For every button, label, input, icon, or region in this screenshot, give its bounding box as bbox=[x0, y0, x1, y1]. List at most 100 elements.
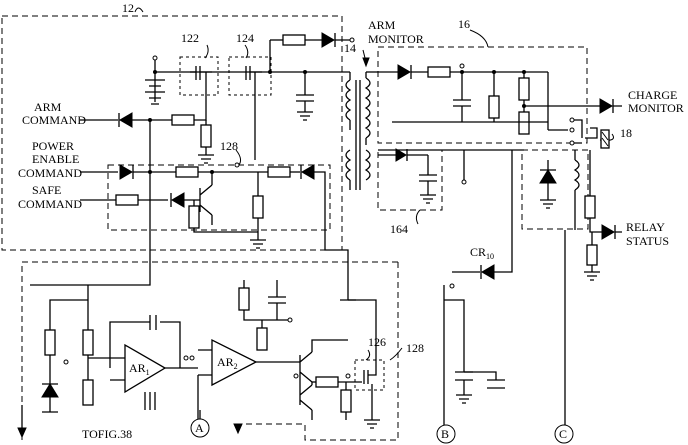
resistor-16 bbox=[427, 66, 451, 78]
diode-16 bbox=[397, 64, 411, 80]
diode-safe-command bbox=[171, 192, 185, 208]
opamp-ar2 bbox=[211, 338, 258, 387]
wire-relay-status-out bbox=[589, 218, 602, 233]
resistor-126-in bbox=[315, 376, 339, 388]
label-arm-monitor-2: MONITOR bbox=[368, 32, 424, 46]
capacitor-b-2 bbox=[464, 371, 505, 389]
resistor-126-gnd bbox=[340, 389, 352, 413]
diode-cr10 bbox=[481, 264, 495, 280]
relay-inductor bbox=[573, 159, 580, 191]
wire-zener-lower bbox=[42, 355, 58, 413]
leader-126 bbox=[365, 349, 371, 361]
block-128-upper-outline bbox=[107, 164, 331, 231]
ref-164: 164 bbox=[390, 222, 408, 236]
terminal-16-test bbox=[459, 63, 465, 69]
wire-lower-left-rail bbox=[30, 270, 151, 286]
diode-pe-right bbox=[301, 164, 315, 180]
wire-relay-coil-a bbox=[585, 127, 598, 139]
wire-safe-base bbox=[193, 200, 258, 233]
resistor-safe-base bbox=[188, 205, 200, 229]
terminal-tr-out bbox=[293, 373, 299, 379]
ref-122: 122 bbox=[181, 31, 199, 45]
arrow-lower-return bbox=[233, 423, 243, 435]
ref-14: 14 bbox=[344, 41, 356, 55]
label-charge-monitor-2: MONITOR bbox=[628, 101, 684, 115]
resistor-ar2-bias bbox=[256, 327, 268, 351]
block-128-lower-outline bbox=[21, 261, 399, 441]
resistor-lower-2 bbox=[82, 379, 94, 406]
label-arm-command-2: COMMAND bbox=[22, 113, 86, 127]
resistor-relay-status bbox=[584, 195, 596, 219]
resistor-safe-command bbox=[115, 194, 139, 206]
block-relay-outline bbox=[521, 149, 589, 230]
capacitor-ar2 bbox=[268, 280, 286, 320]
ground-164 bbox=[420, 194, 436, 204]
wire-safe-command-3 bbox=[170, 193, 200, 207]
label-charge-monitor-1: CHARGE bbox=[628, 88, 677, 102]
relay-contact-3 bbox=[569, 140, 575, 146]
block-122-outline bbox=[179, 56, 219, 96]
relay-coil-hatch bbox=[601, 131, 609, 147]
wire-16-c bbox=[523, 72, 600, 112]
terminal-battery-top bbox=[152, 55, 158, 61]
wire-16-a bbox=[410, 65, 428, 79]
wire-power-enable-2 bbox=[132, 165, 176, 179]
capacitor-top bbox=[296, 72, 314, 112]
arrow-to-fig38 bbox=[17, 427, 27, 439]
junction-top-270 bbox=[268, 70, 272, 74]
wire-ar1-feedback bbox=[109, 321, 181, 368]
capacitor-ar1 bbox=[149, 315, 157, 330]
wire-arm-command-3 bbox=[194, 110, 207, 121]
terminal-pe-test bbox=[234, 162, 240, 168]
node-c-label: C bbox=[559, 427, 567, 441]
terminal-lower-left bbox=[63, 359, 69, 365]
ref-18: 18 bbox=[620, 126, 632, 140]
label-relay-status-1: RELAY bbox=[626, 220, 665, 234]
junction-power-enable bbox=[148, 170, 152, 174]
transformer-14-sec-bottom bbox=[364, 149, 371, 181]
ground-top-cap bbox=[297, 111, 313, 121]
transformer-14-secondary bbox=[364, 77, 371, 139]
relay-contact-1 bbox=[569, 117, 575, 123]
leader-12 bbox=[134, 7, 144, 13]
opamp-ar1 bbox=[124, 343, 167, 394]
terminal-cr10 bbox=[449, 283, 455, 289]
block-164-outline bbox=[377, 149, 443, 211]
transformer-14-core bbox=[355, 80, 361, 190]
node-b-circle bbox=[436, 424, 456, 444]
wire-relay-status-end bbox=[614, 225, 622, 239]
ref-16: 16 bbox=[458, 17, 470, 31]
label-to-fig38: TOFIG.38 bbox=[82, 427, 132, 441]
ref-124: 124 bbox=[236, 31, 254, 45]
resistor-16-c2 bbox=[518, 111, 530, 135]
resistor-lower-1 bbox=[82, 329, 94, 356]
wire-pe-to-lower bbox=[300, 165, 349, 285]
capacitor-164 bbox=[406, 149, 437, 195]
zener-lower bbox=[41, 383, 59, 398]
label-safe-command-2: COMMAND bbox=[18, 197, 82, 211]
relay-contact-2 bbox=[569, 127, 575, 133]
resistor-pe-right bbox=[267, 166, 291, 178]
ground-126 bbox=[364, 384, 380, 429]
transistor-safe bbox=[199, 184, 213, 216]
ground-b bbox=[456, 394, 472, 404]
ground-safe bbox=[250, 172, 266, 249]
resistor-lower-3 bbox=[44, 329, 56, 356]
ref-126: 126 bbox=[368, 335, 386, 349]
wire-cr10-b bbox=[480, 150, 513, 279]
terminal-164-test bbox=[461, 179, 467, 185]
leader-16 bbox=[469, 29, 489, 48]
resistor-gnd-1 bbox=[200, 124, 212, 148]
resistor-16-b bbox=[488, 95, 500, 119]
label-safe-command-1: SAFE bbox=[32, 183, 61, 197]
diode-charge-monitor bbox=[599, 98, 613, 114]
label-ar1: AR1 bbox=[129, 361, 150, 377]
label-arm-monitor-1: ARM bbox=[368, 18, 396, 32]
relay-coil-18 bbox=[600, 129, 610, 149]
junction-safe-tr bbox=[210, 170, 214, 174]
switch-122 bbox=[195, 66, 212, 80]
resistor-ar2-top bbox=[238, 287, 250, 311]
diode-164 bbox=[395, 148, 407, 162]
ref-128-lower: 128 bbox=[406, 341, 424, 355]
label-power-enable-1: POWER bbox=[32, 139, 74, 153]
